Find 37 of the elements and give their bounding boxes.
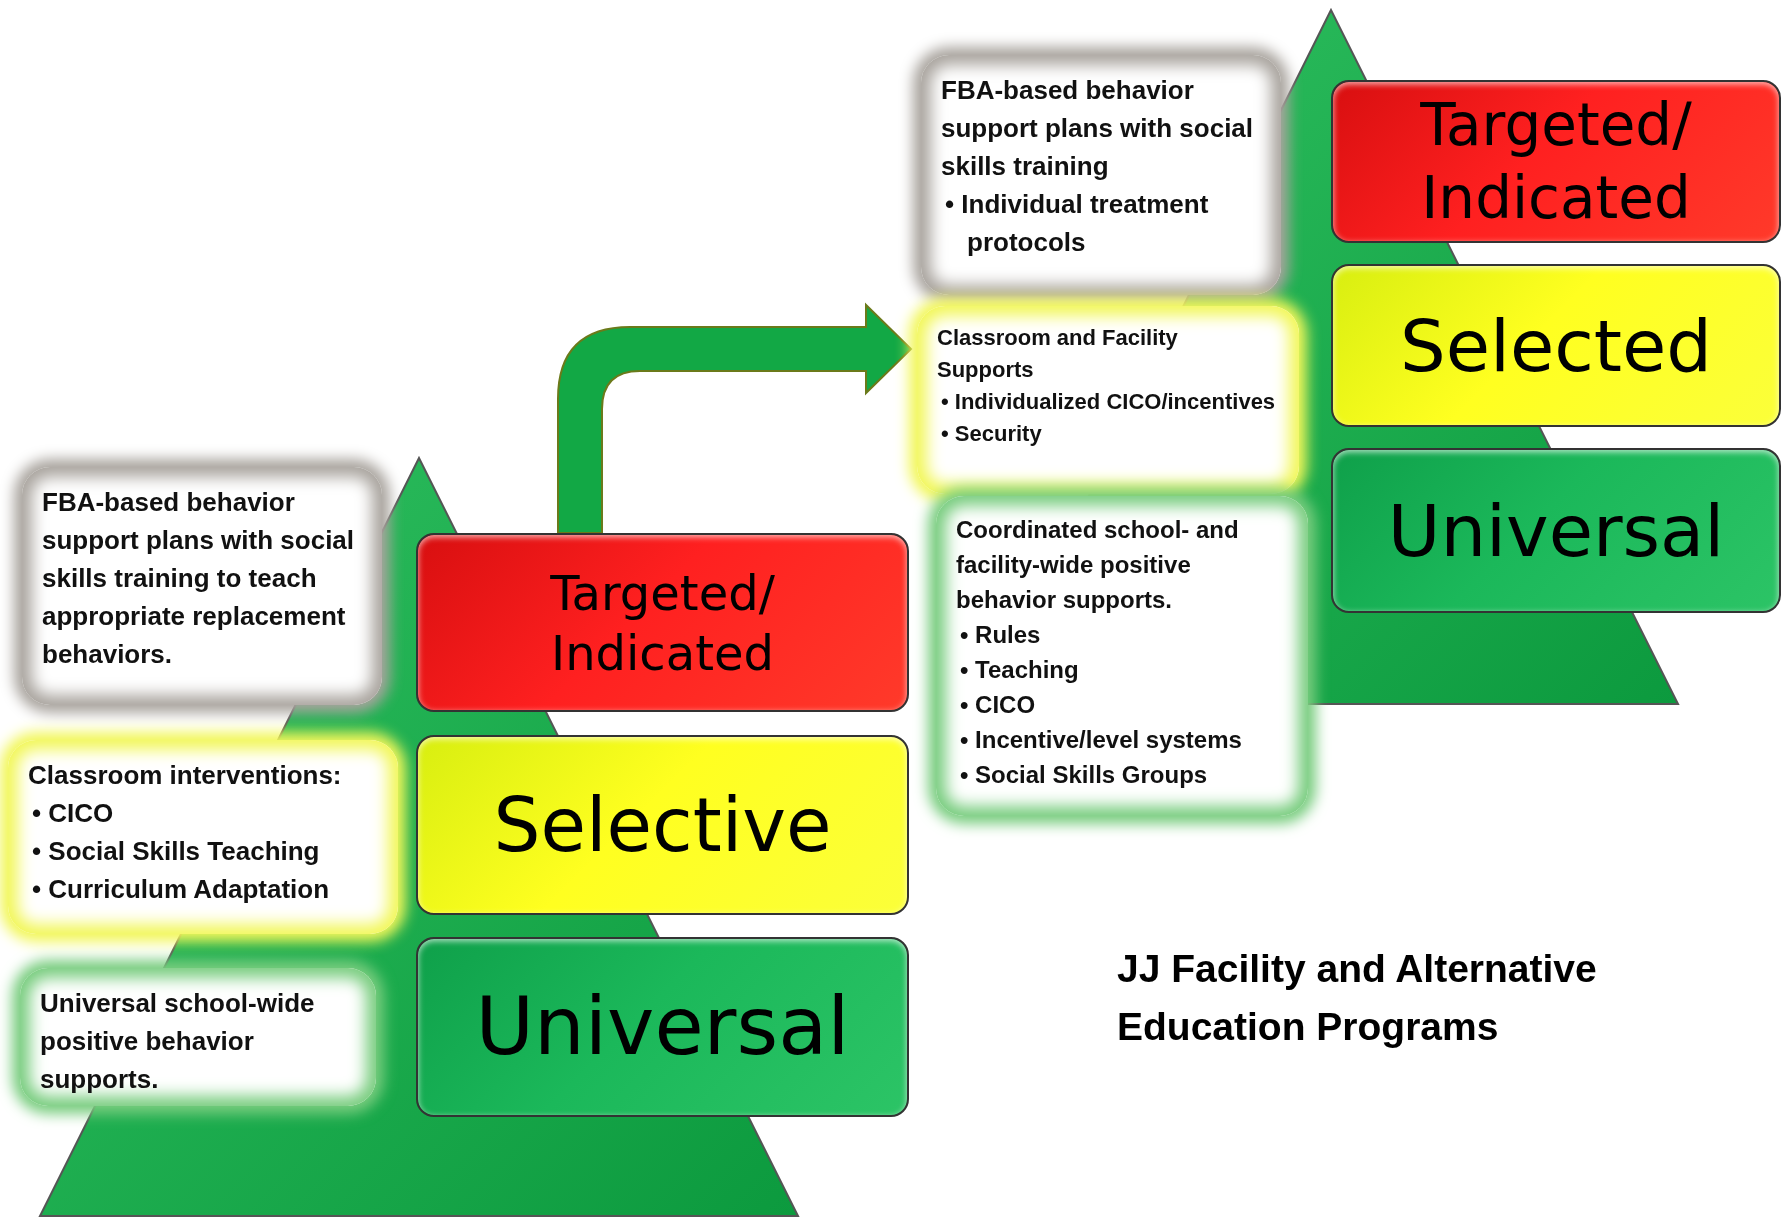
tier-box [1331,448,1781,613]
note-card [917,306,1299,494]
tier-box [416,533,909,712]
tier-box [416,735,909,915]
tier-label: Selective [492,780,833,870]
bullet-item: • CICO [31,797,115,830]
bullet-item: • Rules [959,620,1042,650]
note-card [20,968,376,1106]
tier-label: Selected [1398,302,1714,390]
note-card [936,496,1308,816]
tier-label: Universal [1386,487,1726,575]
tier-label: Universal [474,979,851,1075]
note-text: Classroom interventions: [28,759,343,792]
note-text: FBA-based behavior support plans with social skills training [941,74,1255,183]
note-text: Coordinated school- and facility-wide positive behavior supports. [956,515,1240,615]
bullet-item: • Curriculum Adaptation [31,873,331,906]
note-card [8,740,398,934]
tier-label: Targeted/ Indicated [549,563,776,683]
note-text: FBA-based behavior support plans with social skills training to teach appropriate replacement behaviors. [42,486,356,671]
bullet-item: • Teaching [959,655,1080,685]
caption-text: JJ Facility and Alternative Education Programs [1117,946,1598,1050]
bent-arrow [557,304,912,534]
bullet-item: • Security [940,420,1043,448]
bullet-item: • Incentive/level systems [959,725,1243,755]
bullet-item: • CICO [959,690,1037,720]
tier-box [1331,80,1781,243]
bullet-item: • Social Skills Teaching [31,835,321,868]
note-text: Universal school-wide positive behavior supports. [40,987,316,1096]
bullet-item: • Individual treatment protocols [944,188,1210,259]
note-text: Classroom and Facility Supports [937,324,1179,384]
note-card [921,55,1281,295]
tier-label: Targeted/ Indicated [1419,90,1693,234]
tier-box [416,937,909,1117]
note-card [22,467,382,705]
bullet-item: • Social Skills Groups [959,760,1209,790]
tier-box [1331,264,1781,427]
bullet-item: • Individualized CICO/incentives [940,388,1277,416]
